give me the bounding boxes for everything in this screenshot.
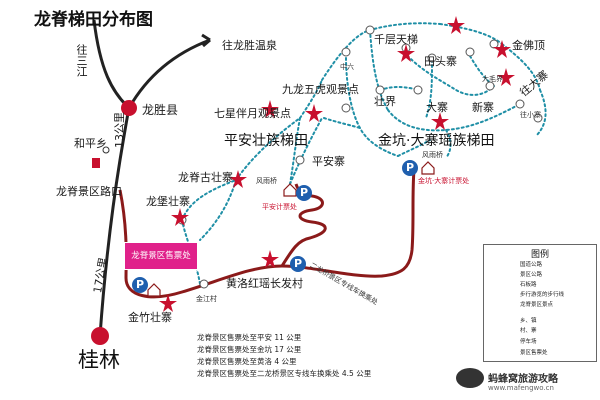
label-13km: 13公里: [113, 112, 126, 148]
label-guilin: 桂林: [78, 348, 120, 372]
distance-info-2: 龙脊景区售票处至金坑 17 公里: [197, 345, 302, 354]
label-pingan-zhai: 平安寨: [312, 155, 345, 168]
legend-item: 龙脊景区景点: [520, 302, 554, 308]
star-dahongjie: [497, 68, 515, 86]
label-jinjiang: 金江村: [196, 295, 217, 303]
parking-icon-pingan: P: [296, 185, 312, 201]
label-huangluo: 黄洛红瑶长发村: [226, 277, 303, 290]
legend-item: 石板路: [520, 282, 537, 288]
town-marker-guilin: [91, 327, 109, 345]
legend-item: 步行游览的步行线: [520, 292, 565, 298]
star-jinkeng: [431, 112, 449, 130]
label-dahongjie: 大毛界: [482, 75, 503, 83]
distance-info-4: 龙脊景区售票处至二龙桥景区专线车换乘处 4.5 公里: [197, 369, 372, 378]
label-wangxiaozhai: 往小寨: [520, 111, 541, 119]
label-jinkeng-ticket: 金坑·大寨计票处: [418, 177, 470, 185]
label-wangsanjiang: 往三江: [75, 44, 88, 77]
gas-station-icon: [92, 158, 100, 168]
map-legend: 图例 国道公路 景区公路 石板路 步行游览的步行线 龙脊景区景点 乡、镇 村、寨…: [483, 244, 597, 362]
label-qixing: 七星伴月观景点: [214, 107, 291, 120]
distance-info-1: 龙脊景区售票处至平安 11 公里: [197, 333, 302, 342]
arrow-to-wenquan: [201, 33, 211, 48]
label-jingqu-lukou: 龙脊景区路口: [56, 185, 122, 198]
label-longsheng-wenquan: 往龙胜温泉: [222, 39, 277, 52]
legend-item: 国道公路: [520, 262, 543, 268]
star-huangluo: [261, 250, 279, 268]
label-pingan-titian: 平安壮族梯田: [224, 133, 308, 149]
star-jinfo2: [493, 40, 511, 58]
highway-guilin-longsheng: [98, 107, 131, 337]
label-jiulong: 九龙五虎观景点: [282, 83, 359, 96]
star-guzhuangzhai: [229, 170, 247, 188]
distance-info-3: 龙脊景区售票处至黄洛 4 公里: [197, 357, 297, 366]
star-longpu: [171, 208, 189, 226]
town-marker-longsheng: [121, 100, 137, 116]
label-longsheng-county: 龙胜县: [142, 103, 179, 117]
label-pingan-fengyuqiao: 风雨桥: [256, 177, 277, 185]
label-pingan-ticket: 平安计票处: [262, 203, 297, 211]
highway-to-sanjiang: [92, 19, 131, 110]
mafengwo-logo-icon: [456, 368, 484, 388]
legend-item: 村、寨: [520, 328, 537, 334]
town-marker-heping: [102, 146, 110, 154]
label-guzhuangzhai: 龙脊古壮寨: [178, 171, 233, 184]
label-zhuangjie: 壮界: [374, 95, 396, 108]
label-longpu: 龙堡壮寨: [146, 195, 190, 208]
highway-longsheng-north: [127, 38, 211, 109]
label-jinfoding: 金佛顶: [512, 39, 545, 52]
legend-item: 停车场: [520, 339, 537, 345]
label-jinkeng-titian: 金坑·大寨瑶族梯田: [378, 133, 495, 149]
village-markers: [177, 25, 543, 289]
label-jinzhu: 金竹壮寨: [128, 311, 172, 324]
legend-item: 景区售票处: [520, 350, 548, 356]
star-jinzhu: [159, 294, 177, 312]
label-jinkeng-fengyuqiao: 风雨桥: [422, 151, 443, 159]
parking-icon-huangluo: P: [290, 256, 306, 272]
star-jinfoding: [447, 16, 465, 34]
parking-icon-jinkeng: P: [402, 160, 418, 176]
star-qiancengtianti: [397, 44, 415, 62]
star-jiulong: [305, 104, 323, 122]
legend-item: 乡、镇: [520, 318, 537, 324]
scenic-star-markers: [159, 16, 515, 312]
map-title: 龙脊梯田分布图: [34, 10, 153, 30]
label-tiantou: 田头寨: [424, 55, 457, 68]
scenic-road-main: [118, 169, 416, 299]
label-heping: 和平乡: [74, 137, 107, 150]
parking-icon-jinzhu: P: [132, 277, 148, 293]
label-qiancengtianti: 千层天梯: [374, 33, 418, 46]
label-zhongliu: 中六: [340, 63, 354, 71]
legend-item: 景区公路: [520, 272, 543, 278]
ticket-office-label: 龙脊景区售票处: [124, 242, 198, 270]
legend-title: 图例: [530, 250, 549, 260]
watermark-brand: 蚂蜂窝旅游攻略: [488, 374, 558, 385]
watermark-url: www.mafengwo.cn: [488, 384, 554, 392]
star-qixing: [261, 100, 279, 118]
label-dazhai: 大寨: [426, 101, 448, 114]
label-xinzhai: 新寨: [472, 101, 494, 114]
